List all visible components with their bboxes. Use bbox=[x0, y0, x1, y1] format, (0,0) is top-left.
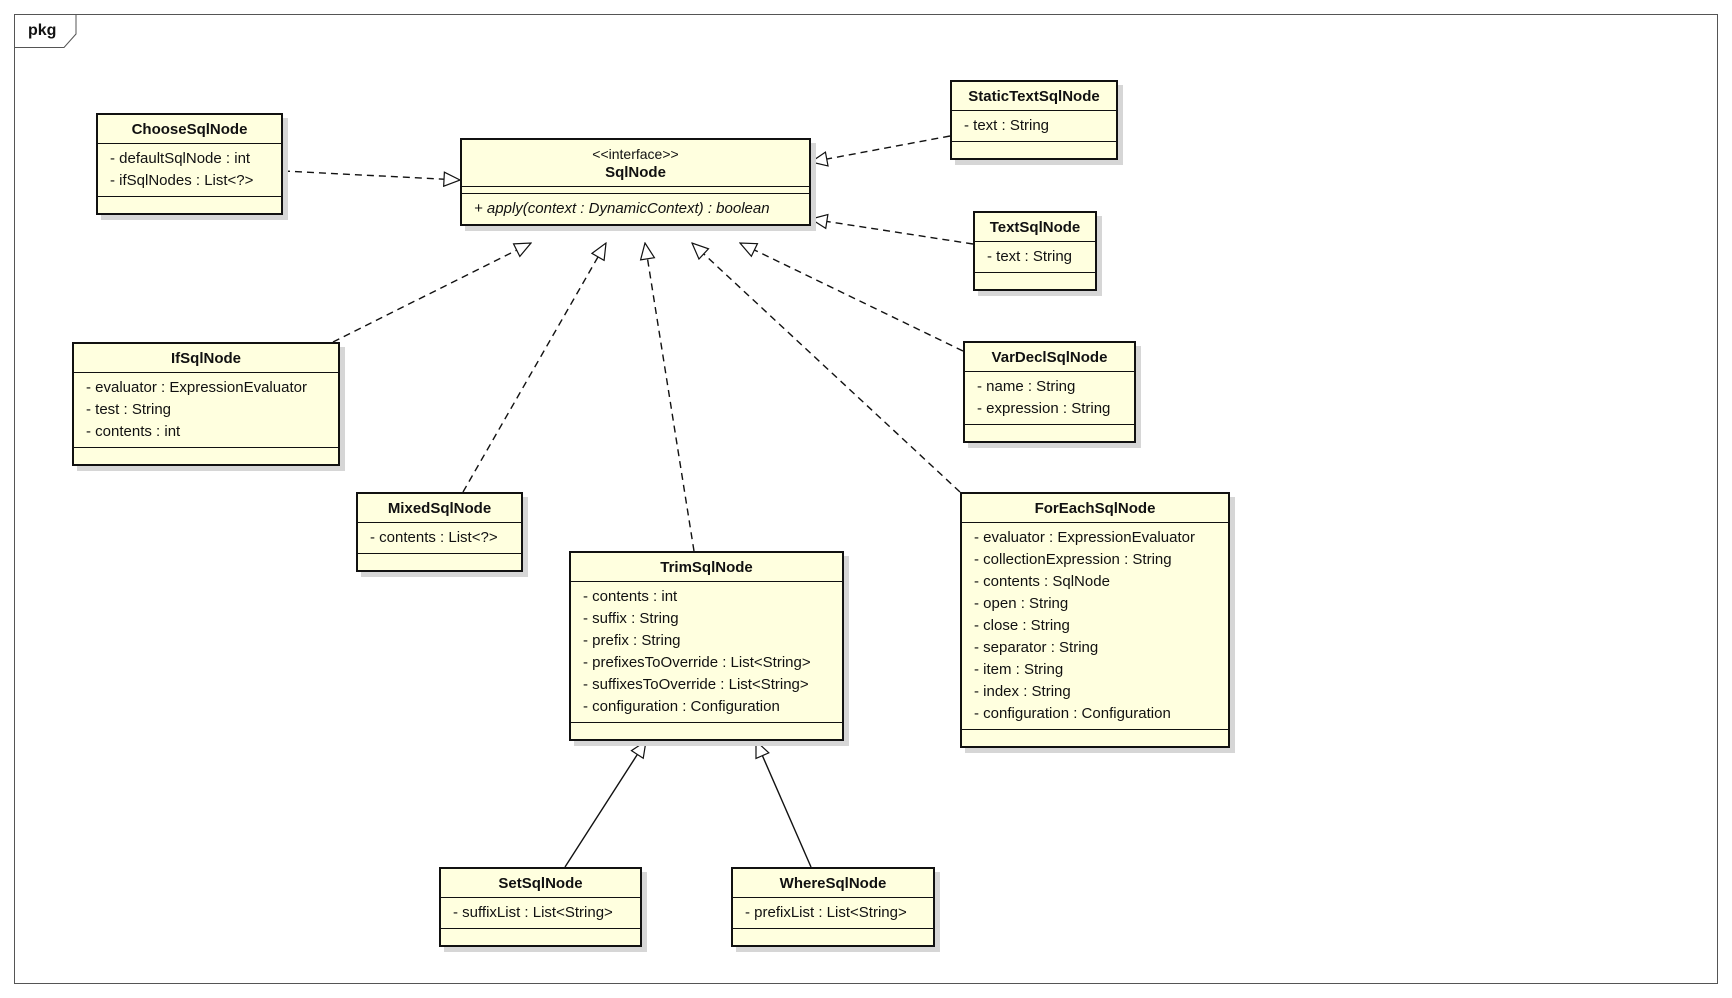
class-name: StaticTextSqlNode bbox=[968, 88, 1100, 105]
attribute-compartment: - evaluator : ExpressionEvaluator - coll… bbox=[962, 523, 1228, 730]
class-name: SetSqlNode bbox=[498, 875, 583, 892]
attribute-compartment: - evaluator : ExpressionEvaluator - test… bbox=[74, 373, 338, 448]
attribute: - item : String bbox=[974, 661, 1064, 678]
operation: + apply(context : DynamicContext) : bool… bbox=[474, 200, 770, 217]
attribute: - text : String bbox=[964, 117, 1050, 134]
class-sqlnode-interface[interactable]: <<interface>> SqlNode + apply(context : … bbox=[460, 138, 811, 226]
class-ifsqlnode[interactable]: IfSqlNode - evaluator : ExpressionEvalua… bbox=[72, 342, 340, 466]
class-header: VarDeclSqlNode bbox=[965, 343, 1134, 372]
attribute: - text : String bbox=[987, 248, 1073, 265]
attribute: - test : String bbox=[86, 401, 172, 418]
class-header: TextSqlNode bbox=[975, 213, 1095, 242]
attribute-compartment: - defaultSqlNode : int - ifSqlNodes : Li… bbox=[98, 144, 281, 197]
relation-statictext-to-sqlnode bbox=[811, 135, 951, 162]
class-name: MixedSqlNode bbox=[387, 500, 492, 517]
operation-compartment bbox=[975, 273, 1095, 289]
operation-compartment bbox=[962, 730, 1228, 746]
attribute: - defaultSqlNode : int bbox=[110, 150, 251, 167]
relation-if-to-sqlnode bbox=[332, 243, 531, 343]
class-choosesqlnode[interactable]: ChooseSqlNode - defaultSqlNode : int - i… bbox=[96, 113, 283, 215]
class-header: IfSqlNode bbox=[74, 344, 338, 373]
class-name: TrimSqlNode bbox=[660, 559, 753, 576]
attribute: - contents : int bbox=[583, 588, 678, 605]
class-name: WhereSqlNode bbox=[779, 875, 887, 892]
class-vardeclsqlnode[interactable]: VarDeclSqlNode - name : String - express… bbox=[963, 341, 1136, 443]
attribute: - prefix : String bbox=[583, 632, 681, 649]
class-header: ChooseSqlNode bbox=[98, 115, 281, 144]
class-name: VarDeclSqlNode bbox=[991, 349, 1108, 366]
attribute-compartment: - name : String - expression : String bbox=[965, 372, 1134, 425]
attribute: - index : String bbox=[974, 683, 1071, 700]
class-name: TextSqlNode bbox=[989, 219, 1081, 236]
attribute: - prefixesToOverride : List<String> bbox=[583, 654, 811, 671]
relation-choose-to-sqlnode bbox=[282, 170, 460, 180]
attribute: - open : String bbox=[974, 595, 1069, 612]
class-name: ForEachSqlNode bbox=[1034, 500, 1156, 517]
operation-compartment bbox=[952, 142, 1116, 158]
operation-compartment bbox=[965, 425, 1134, 441]
class-foreachsqlnode[interactable]: ForEachSqlNode - evaluator : ExpressionE… bbox=[960, 492, 1230, 748]
relation-vardecl-to-sqlnode bbox=[740, 243, 964, 352]
class-statictextsqlnode[interactable]: StaticTextSqlNode - text : String bbox=[950, 80, 1118, 160]
attribute-compartment: - text : String bbox=[975, 242, 1095, 273]
attribute-compartment: - text : String bbox=[952, 111, 1116, 142]
attribute: - suffixesToOverride : List<String> bbox=[583, 676, 809, 693]
stereotype-label: <<interface>> bbox=[592, 146, 679, 162]
operation-compartment bbox=[441, 929, 640, 945]
class-header: <<interface>> SqlNode bbox=[462, 140, 809, 187]
attribute: - expression : String bbox=[977, 400, 1111, 417]
attribute-compartment: - contents : int - suffix : String - pre… bbox=[571, 582, 842, 723]
attribute-compartment bbox=[462, 187, 809, 194]
relation-trim-to-sqlnode bbox=[645, 243, 695, 552]
class-header: TrimSqlNode bbox=[571, 553, 842, 582]
operation-compartment bbox=[98, 197, 281, 213]
class-header: WhereSqlNode bbox=[733, 869, 933, 898]
relation-set-to-trim bbox=[564, 741, 646, 868]
operation-compartment: + apply(context : DynamicContext) : bool… bbox=[462, 194, 809, 224]
operation-compartment bbox=[733, 929, 933, 945]
attribute-compartment: - suffixList : List<String> bbox=[441, 898, 640, 929]
package-frame-label: pkg bbox=[28, 22, 57, 39]
attribute: - prefixList : List<String> bbox=[745, 904, 907, 921]
relation-mixed-to-sqlnode bbox=[462, 243, 606, 493]
attribute: - separator : String bbox=[974, 639, 1099, 656]
class-header: MixedSqlNode bbox=[358, 494, 521, 523]
class-name: ChooseSqlNode bbox=[131, 121, 248, 138]
relation-foreach-to-sqlnode bbox=[692, 243, 961, 493]
attribute: - suffix : String bbox=[583, 610, 679, 627]
attribute: - close : String bbox=[974, 617, 1070, 634]
attribute: - name : String bbox=[977, 378, 1076, 395]
class-setsqlnode[interactable]: SetSqlNode - suffixList : List<String> bbox=[439, 867, 642, 947]
relation-text-to-sqlnode bbox=[811, 219, 974, 245]
class-mixedsqlnode[interactable]: MixedSqlNode - contents : List<?> bbox=[356, 492, 523, 572]
relation-where-to-trim bbox=[755, 741, 812, 868]
class-header: StaticTextSqlNode bbox=[952, 82, 1116, 111]
attribute: - contents : List<?> bbox=[370, 529, 498, 546]
class-name: IfSqlNode bbox=[171, 350, 241, 367]
class-textsqlnode[interactable]: TextSqlNode - text : String bbox=[973, 211, 1097, 291]
attribute-compartment: - prefixList : List<String> bbox=[733, 898, 933, 929]
class-name: SqlNode bbox=[605, 164, 666, 181]
attribute: - evaluator : ExpressionEvaluator bbox=[86, 379, 307, 396]
operation-compartment bbox=[358, 554, 521, 570]
class-wheresqlnode[interactable]: WhereSqlNode - prefixList : List<String> bbox=[731, 867, 935, 947]
attribute: - contents : SqlNode bbox=[974, 573, 1110, 590]
attribute: - contents : int bbox=[86, 423, 181, 440]
attribute: - suffixList : List<String> bbox=[453, 904, 613, 921]
package-frame bbox=[14, 14, 1718, 984]
package-frame-tab bbox=[14, 14, 77, 48]
attribute: - configuration : Configuration bbox=[583, 698, 780, 715]
attribute: - configuration : Configuration bbox=[974, 705, 1171, 722]
class-header: SetSqlNode bbox=[441, 869, 640, 898]
operation-compartment bbox=[571, 723, 842, 739]
attribute: - ifSqlNodes : List<?> bbox=[110, 172, 254, 189]
class-trimsqlnode[interactable]: TrimSqlNode - contents : int - suffix : … bbox=[569, 551, 844, 741]
attribute: - collectionExpression : String bbox=[974, 551, 1172, 568]
attribute-compartment: - contents : List<?> bbox=[358, 523, 521, 554]
attribute: - evaluator : ExpressionEvaluator bbox=[974, 529, 1195, 546]
operation-compartment bbox=[74, 448, 338, 464]
class-header: ForEachSqlNode bbox=[962, 494, 1228, 523]
